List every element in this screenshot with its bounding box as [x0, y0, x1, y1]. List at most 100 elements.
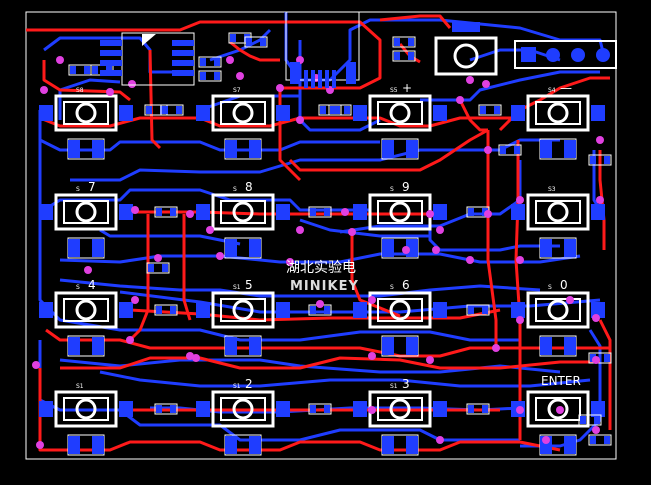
- via: [436, 436, 444, 444]
- via: [592, 356, 600, 364]
- key-ref: S1: [76, 383, 84, 390]
- key-legend: 5: [245, 278, 253, 292]
- via: [36, 441, 44, 449]
- via: [236, 72, 244, 80]
- via: [426, 210, 434, 218]
- vias: [32, 56, 604, 449]
- via: [492, 344, 500, 352]
- via: [484, 146, 492, 154]
- via: [368, 352, 376, 360]
- via: [456, 96, 464, 104]
- key-switch: S1 5: [196, 278, 290, 357]
- smd-component: [198, 70, 222, 82]
- smd-component: [578, 414, 602, 426]
- key-legend: 8: [245, 180, 253, 194]
- via: [436, 226, 444, 234]
- key-ref: S7: [233, 87, 241, 94]
- board-logo-cn: 湖北实验电: [286, 260, 356, 276]
- via: [484, 210, 492, 218]
- via: [542, 436, 550, 444]
- key-legend: —: [560, 81, 572, 95]
- via: [368, 296, 376, 304]
- via: [131, 206, 139, 214]
- key-ref: S: [390, 284, 394, 291]
- via: [426, 356, 434, 364]
- key-switch: S8: [39, 87, 133, 160]
- key-switch: S4 —: [511, 81, 605, 160]
- smd-component: [478, 104, 502, 116]
- via: [154, 254, 162, 262]
- ic-chip: [100, 32, 195, 86]
- key-ref: S: [548, 284, 552, 291]
- via: [466, 256, 474, 264]
- via: [368, 406, 376, 414]
- smd-component: [154, 206, 178, 218]
- via: [592, 314, 600, 322]
- smd-component: [160, 104, 184, 116]
- pin-header: [514, 40, 617, 69]
- usb-connector: [285, 11, 360, 88]
- via: [206, 226, 214, 234]
- smd-component: [466, 403, 490, 415]
- key-ref: S: [390, 186, 394, 193]
- smd-component: [392, 36, 416, 48]
- key-switch: S5 +: [353, 81, 447, 160]
- via: [128, 80, 136, 88]
- key-ref: S5: [390, 87, 398, 94]
- via: [296, 226, 304, 234]
- key-ref: S1: [390, 383, 398, 390]
- key-switch: S1 3: [353, 377, 447, 456]
- key-legend: 9: [402, 180, 410, 194]
- via: [40, 86, 48, 94]
- via: [566, 296, 574, 304]
- smd-component: [308, 206, 332, 218]
- key-legend: +: [402, 81, 412, 95]
- reset-button: [434, 22, 498, 76]
- key-ref: S8: [76, 87, 84, 94]
- via: [286, 258, 294, 266]
- via: [276, 84, 284, 92]
- via: [482, 80, 490, 88]
- key-legend: 3: [402, 377, 410, 391]
- key-ref: S: [233, 186, 237, 193]
- smd-component: [154, 403, 178, 415]
- via: [316, 300, 324, 308]
- via: [516, 316, 524, 324]
- key-switch: S1 2: [196, 377, 290, 456]
- key-legend: 2: [245, 377, 253, 391]
- via: [556, 406, 564, 414]
- via: [596, 196, 604, 204]
- key-ref: S1: [233, 383, 241, 390]
- key-ref: S4: [548, 87, 556, 94]
- via: [131, 296, 139, 304]
- via: [402, 246, 410, 254]
- key-ref: S1: [233, 284, 241, 291]
- via: [186, 210, 194, 218]
- via: [84, 266, 92, 274]
- smd-component: [244, 36, 268, 48]
- via: [192, 354, 200, 362]
- via: [348, 228, 356, 236]
- via: [216, 252, 224, 260]
- smd-component: [392, 50, 416, 62]
- via: [516, 406, 524, 414]
- via: [432, 246, 440, 254]
- smd-component: [154, 304, 178, 316]
- key-ref: S: [76, 186, 80, 193]
- smd-component: [498, 144, 522, 156]
- smd-component: [466, 304, 490, 316]
- smd-component: [588, 434, 612, 446]
- key-legend: 6: [402, 278, 410, 292]
- key-switch: S1: [39, 383, 133, 456]
- smd-component: [328, 104, 352, 116]
- via: [126, 336, 134, 344]
- smd-component: [308, 403, 332, 415]
- smd-component: [146, 262, 170, 274]
